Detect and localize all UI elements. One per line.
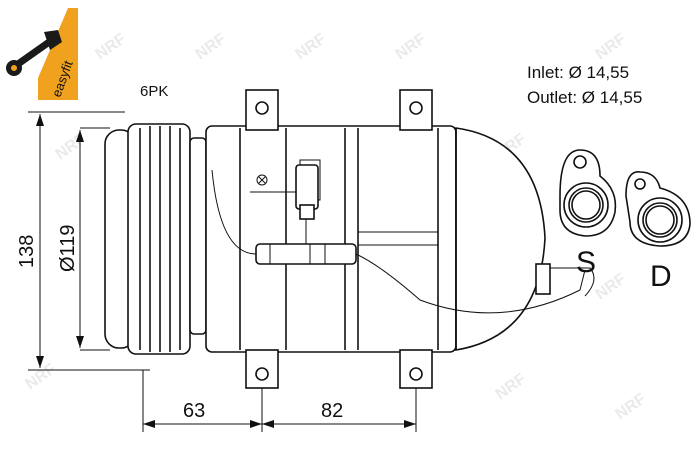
wrench-icon: [6, 30, 62, 76]
suction-label: S: [576, 246, 596, 279]
watermark: NRF: [23, 360, 60, 393]
watermark: NRF: [613, 390, 650, 423]
logo-badge: [38, 8, 78, 100]
watermark: NRF: [593, 30, 630, 63]
bottom-mount-left: [245, 349, 279, 389]
watermark: NRF: [193, 30, 230, 63]
width-dimension: 63 82: [142, 370, 417, 432]
bottom-mount-right: [399, 349, 433, 389]
outlet-label: Outlet: Ø 14,55: [527, 88, 642, 107]
discharge-label: D: [650, 260, 672, 293]
watermark: NRF: [293, 30, 330, 63]
pulley: [104, 123, 207, 355]
electrical-connector: [211, 159, 595, 314]
top-mount-right: [399, 89, 433, 131]
watermark: NRF: [93, 30, 130, 63]
pulley-diameter-value: Ø119: [57, 225, 79, 272]
discharge-fitting: D: [625, 171, 691, 293]
watermark: NRF: [393, 30, 430, 63]
watermark: NRF: [493, 370, 530, 403]
side-port: [535, 263, 551, 295]
inlet-label: Inlet: Ø 14,55: [527, 63, 629, 82]
suction-fitting: S: [559, 149, 617, 279]
watermark: NRF: [593, 270, 630, 303]
width-left-value: 63: [183, 400, 205, 422]
compressor-body: [205, 125, 546, 353]
height-value: 138: [16, 235, 38, 268]
watermark: NRF: [53, 130, 90, 163]
easyfit-logo: easyfit: [6, 8, 78, 100]
height-dimension: 138: [16, 111, 150, 371]
belt-label: 6PK: [140, 83, 168, 100]
top-mount-left: [245, 89, 279, 131]
width-right-value: 82: [321, 400, 343, 422]
pulley-diameter-dimension: Ø119: [57, 127, 110, 351]
